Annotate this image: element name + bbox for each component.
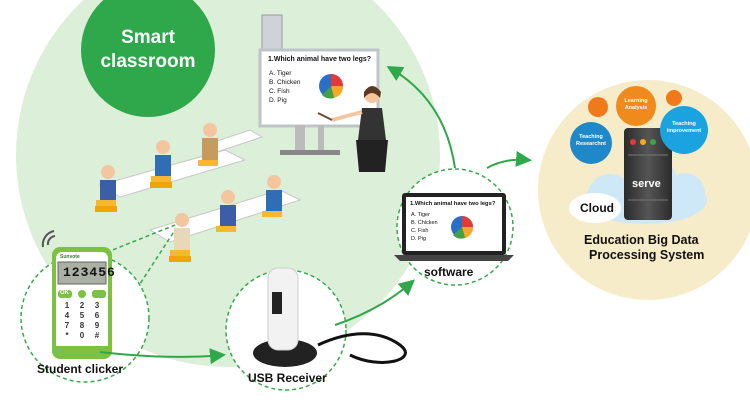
clicker-key: 8	[79, 321, 85, 330]
students	[95, 123, 302, 262]
clicker-key: 6	[94, 311, 100, 320]
board-option: C. Fish	[269, 88, 290, 95]
clicker-key: 3	[94, 301, 100, 310]
teaching-researchnt-label: Teaching Researchnt	[576, 134, 606, 147]
clicker-device	[52, 247, 112, 359]
learning-analysis-label: Learning Analysis	[624, 98, 648, 111]
clicker-key: 7	[64, 321, 70, 330]
clicker-brand: Sunvote	[60, 254, 80, 260]
laptop-option: B. Chicken	[411, 220, 438, 226]
teaching-improvement-label: Teaching improvement	[666, 121, 702, 134]
clicker-key: 4	[64, 311, 70, 320]
student-clicker-label: Student clicker	[37, 362, 124, 376]
clicker-key: *	[65, 331, 69, 340]
clicker-key: 1	[64, 301, 70, 310]
learning-analysis-bubble	[616, 86, 656, 126]
laptop-option: D. Pig	[411, 236, 426, 242]
server-label: serve	[632, 178, 661, 190]
clicker-key: 0	[79, 331, 85, 340]
arrow-laptop-to-cloud	[486, 150, 532, 169]
clicker-key: 2	[79, 301, 85, 310]
dashed-link-2	[109, 229, 176, 331]
system-name-line-1: Education Big Data	[584, 233, 699, 247]
board-option: A. Tiger	[269, 70, 292, 77]
board-question: 1.Which animal have two legs?	[268, 56, 372, 63]
clicker-key: #	[94, 331, 100, 340]
teaching-researchnt-bubble	[570, 122, 612, 164]
clicker-display: 123456	[63, 265, 116, 280]
teaching-improvement-bubble	[660, 106, 708, 154]
teacher-figure	[317, 86, 388, 172]
board-option: B. Chicken	[269, 79, 301, 86]
page-title: Smart classroom	[92, 26, 204, 74]
usb-receiver-label: USB Receiver	[248, 371, 327, 385]
laptop-option: C. Fish	[411, 228, 429, 234]
server-icon	[624, 128, 672, 220]
title-line-1: Smart	[121, 27, 175, 48]
software-label: software	[424, 265, 474, 279]
arrow-clicker-to-usb	[99, 348, 226, 365]
clicker-key: 9	[94, 321, 100, 330]
arrow-laptop-to-board	[386, 65, 456, 169]
clicker-keypad: 1 2 3 4 5 6 7 8 9 * 0 #	[60, 301, 104, 340]
clicker-key: 5	[79, 311, 85, 320]
usb-receiver-device	[253, 267, 407, 367]
title-circle	[81, 0, 215, 117]
signal-icon	[41, 230, 56, 248]
laptop-option: A. Tiger	[411, 212, 430, 218]
laptop-device	[394, 193, 514, 261]
clicker-ok-key: OK	[60, 290, 69, 296]
system-name-line-2: Processing System	[589, 248, 705, 262]
orange-dot-2	[666, 90, 682, 106]
arrow-usb-to-laptop	[334, 279, 416, 326]
title-line-2: classroom	[100, 51, 196, 72]
laptop-question: 1.Which animal have two legs?	[410, 201, 496, 207]
cloud-label: Cloud	[580, 201, 614, 215]
cloud-label-bubble	[569, 193, 621, 223]
board-option: D. Pig	[269, 97, 287, 104]
orange-dot-1	[588, 97, 608, 117]
